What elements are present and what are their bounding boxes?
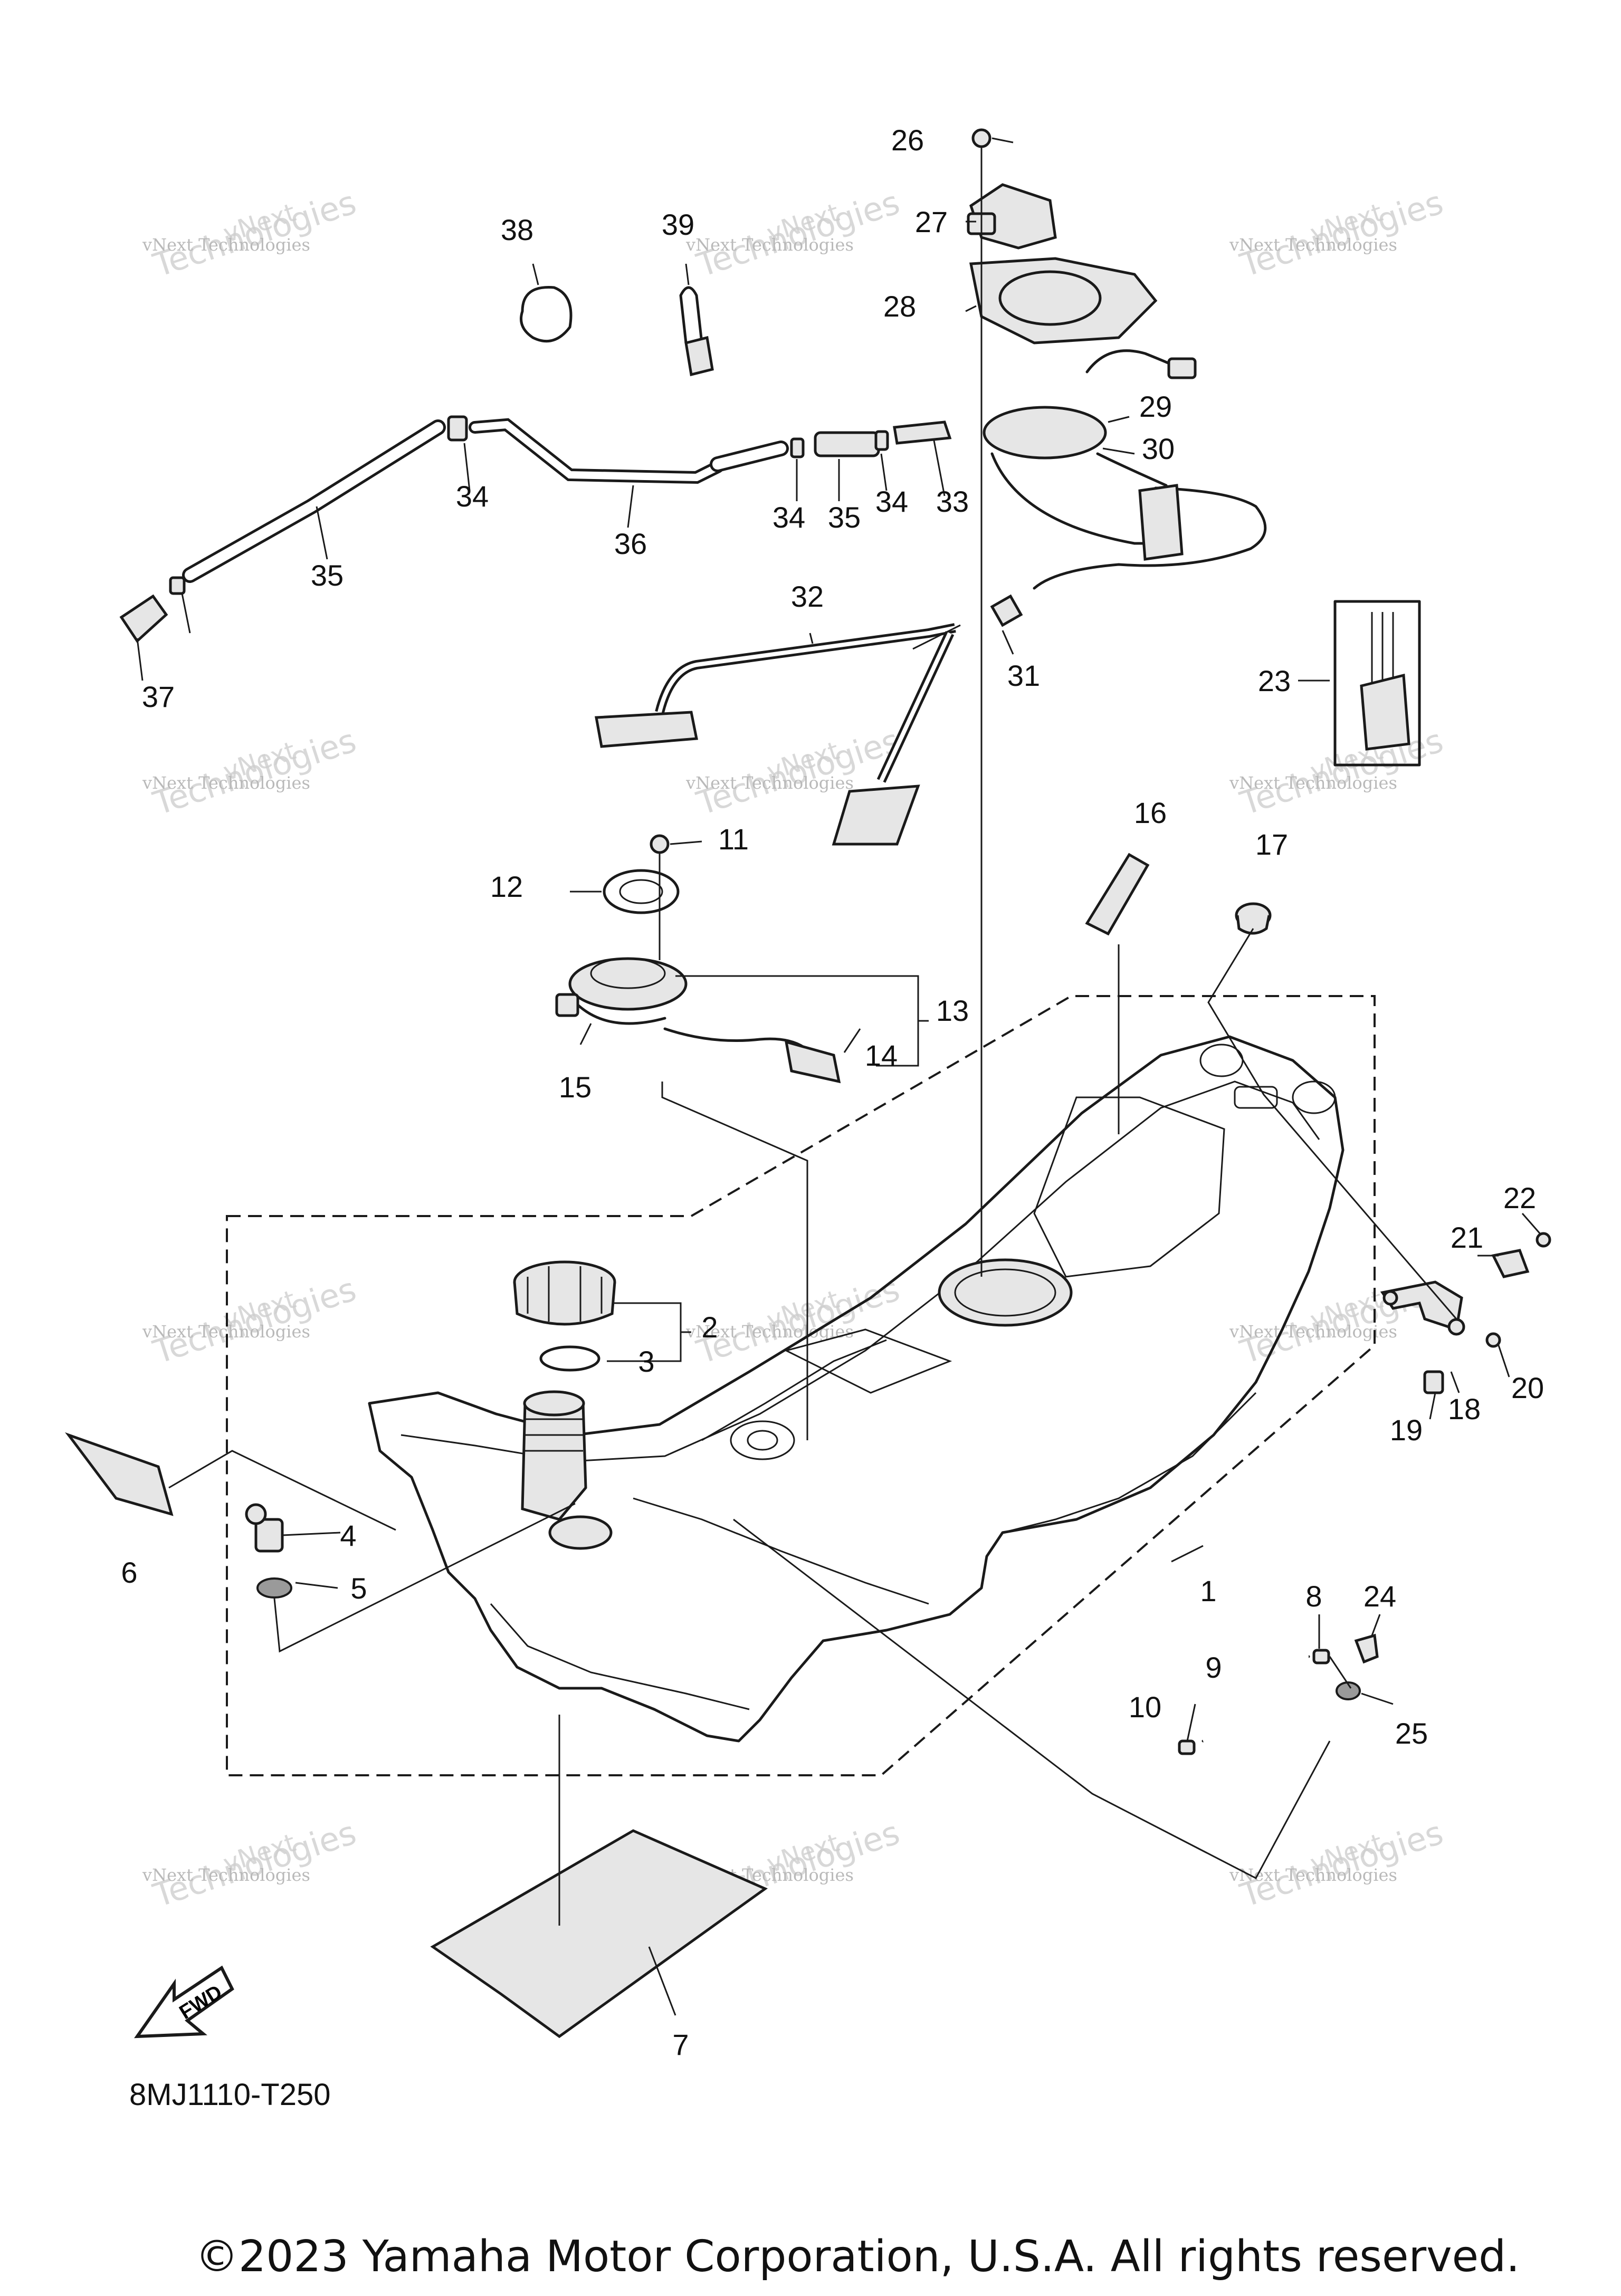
assembly-outline (226, 995, 1376, 1776)
watermark-small: vNext Technologies (685, 235, 854, 255)
callout-27: 27 (915, 205, 948, 238)
callout-7: 7 (672, 2028, 689, 2061)
watermark-small: vNext Technologies (1229, 235, 1397, 255)
watermark-small: vNext Technologies (1229, 773, 1397, 793)
pad-6 (65, 1432, 174, 1516)
callout-21: 21 (1451, 1221, 1483, 1254)
callout-4: 4 (340, 1519, 356, 1552)
callout-30: 30 (1142, 432, 1175, 465)
filler-cap (513, 1260, 616, 1326)
sender-unit (555, 834, 841, 1084)
callout-38: 38 (501, 213, 533, 246)
callout-34: 34 (773, 501, 805, 534)
fuel-tank (368, 1035, 1345, 1743)
callout-18: 18 (1448, 1392, 1481, 1426)
callout-20: 20 (1511, 1371, 1544, 1404)
callout-9: 9 (1205, 1651, 1222, 1684)
drain-fitting (245, 1503, 284, 1553)
vent-hose (1178, 1633, 1379, 1755)
watermark-small: vNext Technologies (142, 1865, 310, 1885)
leader-lines (136, 137, 1542, 2016)
hose-clamp (520, 286, 573, 343)
fwd-arrow: FWD (134, 1965, 234, 2039)
grommet (256, 1577, 292, 1599)
cap-gasket (539, 1345, 600, 1372)
callout-17: 17 (1255, 828, 1288, 861)
filler-neck (521, 1390, 587, 1521)
watermark-small: vNext Technologies (1229, 1865, 1397, 1885)
callout-36: 36 (614, 527, 647, 560)
watermark-small: vNext Technologies (1229, 1322, 1397, 1342)
callout-39: 39 (662, 208, 694, 241)
callout-19: 19 (1390, 1413, 1423, 1447)
fuel-pump (967, 128, 1267, 590)
callouts: 1234567891011121314151617181920212223242… (121, 123, 1544, 2061)
callout-34: 34 (875, 485, 908, 518)
callout-31: 31 (1007, 659, 1040, 692)
callout-6: 6 (121, 1556, 137, 1589)
callout-29: 29 (1139, 390, 1172, 423)
callout-35: 35 (828, 501, 861, 534)
copyright-notice: ©2023 Yamaha Motor Corporation, U.S.A. A… (195, 2232, 1520, 2282)
callout-3: 3 (638, 1345, 654, 1378)
callout-28: 28 (883, 290, 916, 323)
callout-32: 32 (791, 580, 824, 613)
callout-37: 37 (142, 680, 175, 713)
fuel-lines (119, 415, 1023, 846)
diagram-code: 8MJ1110-T250 (129, 2078, 331, 2112)
label-16 (1085, 853, 1150, 936)
cap-17 (1235, 902, 1272, 935)
callout-11: 11 (718, 822, 749, 856)
bracket-assembly (1380, 1232, 1551, 1394)
callout-22: 22 (1503, 1181, 1536, 1214)
callout-15: 15 (559, 1070, 592, 1104)
callout-16: 16 (1134, 796, 1167, 829)
callout-33: 33 (936, 485, 969, 518)
callout-14: 14 (865, 1039, 898, 1072)
callout-10: 10 (1129, 1690, 1161, 1724)
watermark-small: vNext Technologies (142, 235, 310, 255)
hose-clip (679, 286, 714, 377)
callout-5: 5 (350, 1572, 367, 1605)
wiring-harness (1333, 600, 1421, 767)
watermark-small: vNext Technologies (685, 773, 854, 793)
callout-24: 24 (1363, 1580, 1396, 1613)
callout-35: 35 (311, 559, 344, 592)
callout-1: 1 (1200, 1574, 1216, 1608)
callout-8: 8 (1305, 1580, 1322, 1613)
callout-2: 2 (701, 1310, 718, 1344)
callout-34: 34 (456, 480, 489, 513)
pad-7 (430, 1829, 768, 2039)
callout-23: 23 (1258, 664, 1291, 697)
callout-25: 25 (1395, 1717, 1428, 1750)
callout-26: 26 (891, 123, 924, 157)
callout-13: 13 (936, 994, 969, 1027)
callout-12: 12 (490, 870, 523, 903)
watermark-small: vNext Technologies (142, 773, 310, 793)
